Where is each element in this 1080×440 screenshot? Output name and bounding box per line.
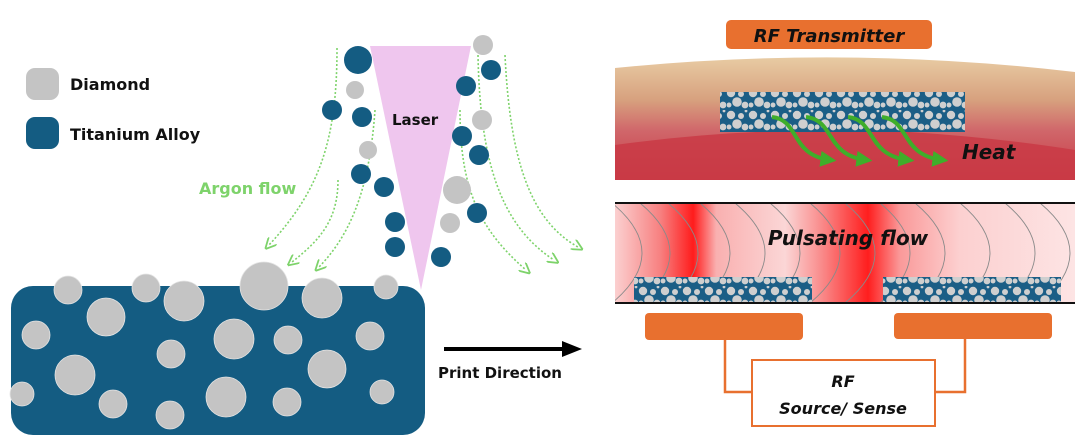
titanium-particle [467,203,487,223]
heat-arrow [805,115,873,167]
electrode-right [894,313,1052,339]
diamond-inclusion [213,318,255,360]
heat-arrow [881,115,949,167]
diamond-particle [440,213,460,233]
titanium-swatch [26,117,59,149]
diamond-inclusion [369,379,395,405]
diamond-inclusion [156,339,186,369]
titanium-particle [352,107,372,127]
heat-label: Heat [962,140,1017,164]
diamond-inclusion [54,354,96,396]
titanium-particle [344,46,372,74]
diamond-inclusion [239,261,289,311]
legend-label-diamond: Diamond [70,75,150,94]
printed-slab [9,261,425,435]
diamond-inclusion [98,389,128,419]
rf-transmitter-label: RF Transmitter [754,26,906,47]
titanium-particle [374,177,394,197]
argon-flow-line [319,109,376,267]
heat-arrows [771,115,949,167]
laser-beam [370,46,471,290]
diamond-particle [472,110,492,130]
argon-flow-line [269,47,338,245]
diamond-inclusion [155,400,185,430]
diamond-inclusion [301,277,343,319]
legend-item-titanium-alloy: Titanium Alloy [26,117,201,149]
pulsating-flow-label: Pulsating flow [768,226,929,250]
titanium-particle [351,164,371,184]
argon-flow-line [292,179,339,262]
diamond-particle [473,35,493,55]
titanium-particle [431,247,451,267]
print-direction-label: Print Direction [438,364,562,382]
titanium-particle [322,100,342,120]
diamond-inclusion [21,320,51,350]
diamond-inclusion [131,273,161,303]
diamond-inclusion [86,297,126,337]
laser-label: Laser [392,111,439,129]
legend-label-titanium-alloy: Titanium Alloy [70,125,201,144]
diamond-particle [346,81,364,99]
diamond-particle [359,141,377,159]
legend: Diamond Titanium Alloy [26,68,201,149]
diamond-inclusion [273,325,303,355]
rf-source-sense-box [751,359,936,427]
diamond-inclusion [163,280,205,322]
rf-wiring [723,339,967,394]
diamond-particle [443,176,471,204]
titanium-particle [469,145,489,165]
heat-arrow [771,115,837,167]
rf-source-label-line1: RF [831,372,854,391]
diamond-inclusion [307,349,347,389]
electrode-left [645,313,803,340]
porous-sensor-left [634,277,812,302]
diamond-inclusion [355,321,385,351]
diamond-inclusion [205,376,247,418]
diamond-inclusion [9,381,35,407]
titanium-particle [456,76,476,96]
titanium-particle [452,126,472,146]
powder-particles [322,35,501,267]
titanium-particle [385,237,405,257]
diamond-inclusion [272,387,302,417]
porous-sensor-right [883,277,1061,302]
heat-arrow [847,115,915,167]
vessel [615,202,1075,304]
argon-flow-line [504,54,578,247]
titanium-particle [481,60,501,80]
rf-source-label-line2: Source/ Sense [779,399,907,418]
diamond-inclusion [373,274,399,300]
diamond-swatch [26,68,59,100]
rf-transmitter-badge [726,20,932,49]
legend-item-diamond: Diamond [26,68,150,100]
argon-flow-label: Argon flow [199,179,297,198]
diamond-inclusion [53,275,83,305]
print-direction-arrow [444,341,582,357]
titanium-particle [385,212,405,232]
implant-porous-sensor [720,92,965,132]
argon-flow-line [477,54,554,260]
